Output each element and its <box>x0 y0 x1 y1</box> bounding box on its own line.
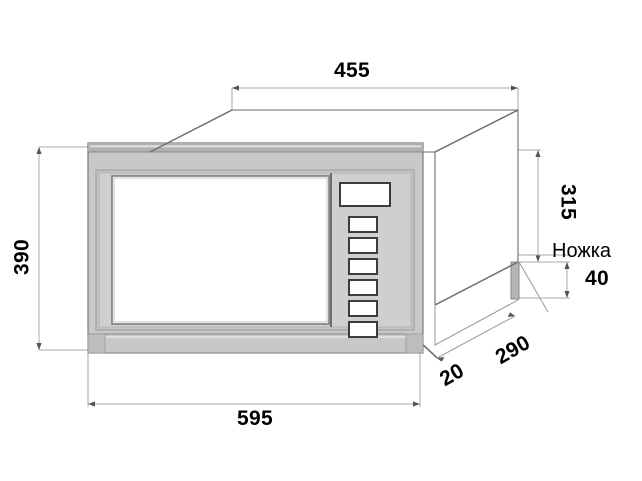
dimension-label-595: 595 <box>237 407 273 430</box>
dimension-label-40: 40 <box>585 267 609 290</box>
control-panel <box>339 182 391 338</box>
panel-button-1[interactable] <box>348 216 378 233</box>
dimension-595 <box>87 352 421 407</box>
panel-button-5[interactable] <box>348 300 378 317</box>
perspective-edges <box>149 109 519 359</box>
oven-door-window[interactable] <box>111 175 330 325</box>
panel-button-2[interactable] <box>348 237 378 254</box>
oven-leg <box>510 261 549 313</box>
dimension-lines <box>36 85 570 407</box>
display-screen[interactable] <box>339 182 391 207</box>
annotation-label-leg: Ножка <box>552 240 612 262</box>
panel-button-3[interactable] <box>348 258 378 275</box>
dimension-390 <box>36 146 95 351</box>
oven-body-perspective <box>149 109 519 346</box>
dimension-40 <box>518 261 570 299</box>
panel-button-4[interactable] <box>348 279 378 296</box>
dimension-label-315: 315 <box>556 184 580 220</box>
dimension-290-20 <box>423 312 516 362</box>
panel-button-6[interactable] <box>348 321 378 338</box>
dimension-315 <box>518 149 541 263</box>
dimension-label-390: 390 <box>10 239 34 275</box>
dimension-label-455: 455 <box>334 59 370 82</box>
